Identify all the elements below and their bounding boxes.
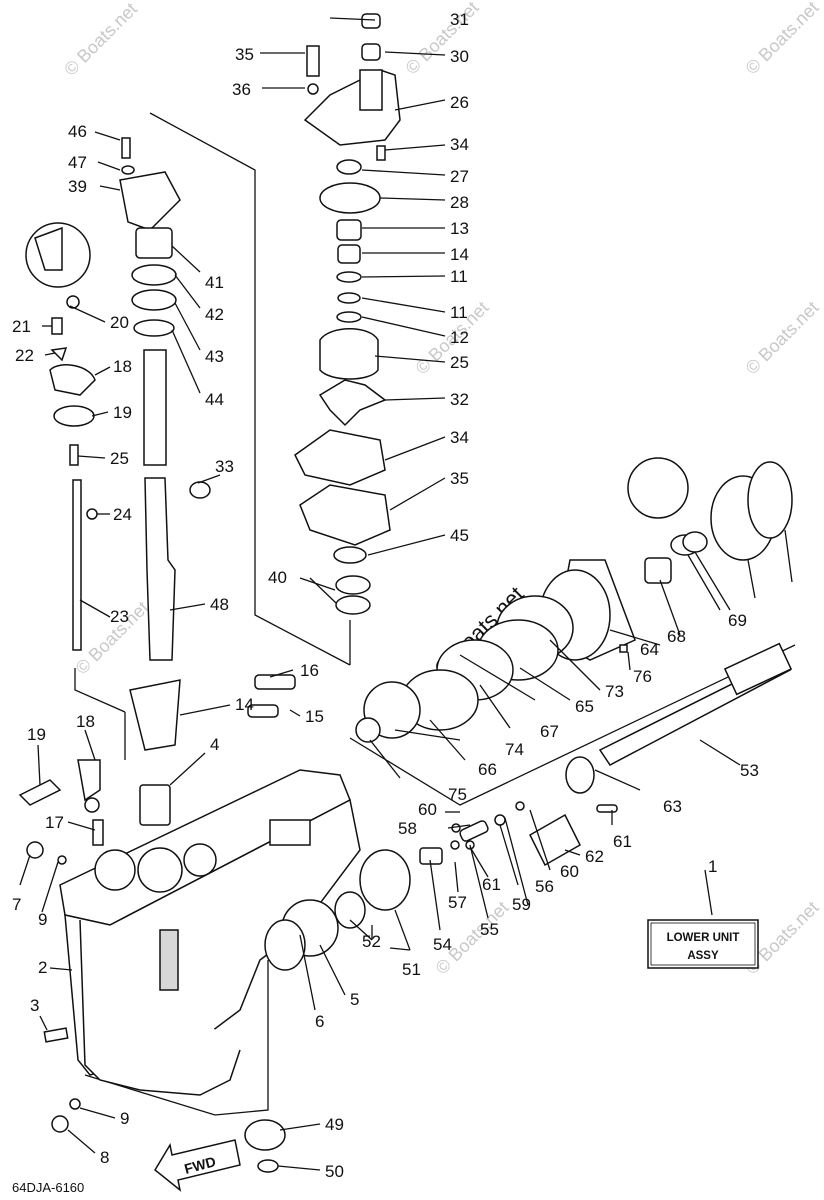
callout-6: 6: [315, 1012, 324, 1031]
callout-26: 24: [113, 505, 132, 524]
callout-58: 56: [535, 877, 554, 896]
callout-59: 57: [448, 893, 467, 912]
callout-35: 33: [215, 457, 234, 476]
callout-16: 16: [300, 661, 319, 680]
callout-2: 2: [38, 958, 47, 977]
callout-72: 74: [505, 740, 524, 759]
callout-64: 63: [663, 797, 682, 816]
callout-47: 45: [450, 526, 469, 545]
callout-65: 64: [640, 640, 659, 659]
callout-69: 68: [667, 627, 686, 646]
callout-70: 69: [728, 611, 747, 630]
callout-57: 55: [480, 920, 499, 939]
callout-20: 18: [113, 357, 132, 376]
callout-numbers: 31 30 35 36 26 34 27 28 13 14 11 11 12 2…: [12, 10, 759, 1181]
callout-28: 26: [450, 93, 469, 112]
callout-37: 35: [450, 469, 469, 488]
callout-33: 31: [450, 10, 469, 29]
callout-4: 4: [210, 735, 219, 754]
callout-56: 54: [433, 935, 452, 954]
callout-51: 49: [325, 1115, 344, 1134]
callout-29: 25: [450, 353, 469, 372]
callout-42: 40: [268, 568, 287, 587]
callout-61: 61: [482, 875, 501, 894]
shift-parts: [18, 759, 104, 1133]
callout-9: 9: [38, 910, 47, 929]
callout-21: 19: [113, 403, 132, 422]
callout-14: 14: [235, 695, 254, 714]
callout-36: 34: [450, 428, 469, 447]
callout-44: 42: [205, 305, 224, 324]
callout-11b: 12: [450, 328, 469, 347]
callout-18: 18: [76, 712, 95, 731]
watermark: © Boats.net: [742, 0, 823, 78]
callout-12: 13: [450, 219, 469, 238]
callout-32: 30: [450, 47, 469, 66]
propeller-shaft-parts: [244, 457, 793, 1173]
callout-46: 44: [205, 390, 224, 409]
callout-48: 46: [68, 122, 87, 141]
fwd-label: FWD: [183, 1153, 218, 1177]
box-label-line1: LOWER UNIT: [667, 932, 740, 944]
callout-27: 25: [110, 449, 129, 468]
callout-74: 76: [633, 667, 652, 686]
watermark: © Boats.net: [742, 297, 823, 378]
callout-71: 73: [605, 682, 624, 701]
callout-22: 20: [110, 313, 129, 332]
callout-8: 8: [100, 1148, 109, 1167]
callout-49: 47: [68, 153, 87, 172]
box-label-line2: ASSY: [687, 950, 719, 962]
lower-casing: [59, 769, 361, 1096]
diagram-code: 64DJA-6160: [12, 1180, 84, 1195]
callout-19: 19: [27, 725, 46, 744]
callout-17: 17: [45, 813, 64, 832]
callout-38: 34: [450, 135, 469, 154]
watermark: © Boats.net: [60, 0, 141, 80]
casing-logo: [159, 929, 179, 991]
callout-24: 22: [15, 346, 34, 365]
water-pump-parts: [294, 13, 401, 615]
callout-40: 36: [232, 80, 251, 99]
callout-23: 21: [12, 317, 31, 336]
callout-11: 11: [450, 267, 468, 286]
callout-15: 15: [305, 707, 324, 726]
callout-60b: 60: [560, 862, 579, 881]
fwd-arrow: FWD: [154, 1139, 241, 1192]
callout-25: 23: [110, 607, 129, 626]
callout-7: 7: [12, 895, 21, 914]
callout-73: 75: [448, 785, 467, 804]
callout-34: 32: [450, 390, 469, 409]
callout-61b: 60: [418, 800, 437, 819]
watermark: © Boats.net: [402, 0, 483, 78]
leader-lines: [19, 17, 793, 1171]
callout-60: 59: [512, 895, 531, 914]
callout-1: 1: [708, 857, 717, 876]
callout-5: 5: [350, 990, 359, 1009]
callout-68: 67: [540, 722, 559, 741]
callout-10: 11: [450, 303, 468, 322]
callout-50: 48: [210, 595, 229, 614]
assembly-lines: [74, 112, 796, 1116]
callout-52: 50: [325, 1162, 344, 1181]
callout-9b: 9: [120, 1109, 129, 1128]
callout-63: 62: [585, 847, 604, 866]
callout-55: 53: [740, 761, 759, 780]
callout-45: 43: [205, 347, 224, 366]
callout-66: 65: [575, 697, 594, 716]
callout-53: 51: [402, 960, 421, 979]
callout-54: 52: [362, 932, 381, 951]
callout-62: 61: [613, 832, 632, 851]
callout-30: 28: [450, 193, 469, 212]
callout-59b: 58: [398, 819, 417, 838]
callout-41: 39: [68, 177, 87, 196]
callout-67: 66: [478, 760, 497, 779]
callout-39: 35: [235, 45, 254, 64]
callout-3: 3: [30, 996, 39, 1015]
callout-13: 14: [450, 245, 469, 264]
callout-31: 27: [450, 167, 469, 186]
drive-shaft-parts: [25, 137, 296, 826]
callout-43: 41: [205, 273, 224, 292]
lower-unit-assy-box: LOWER UNIT ASSY: [647, 919, 759, 969]
